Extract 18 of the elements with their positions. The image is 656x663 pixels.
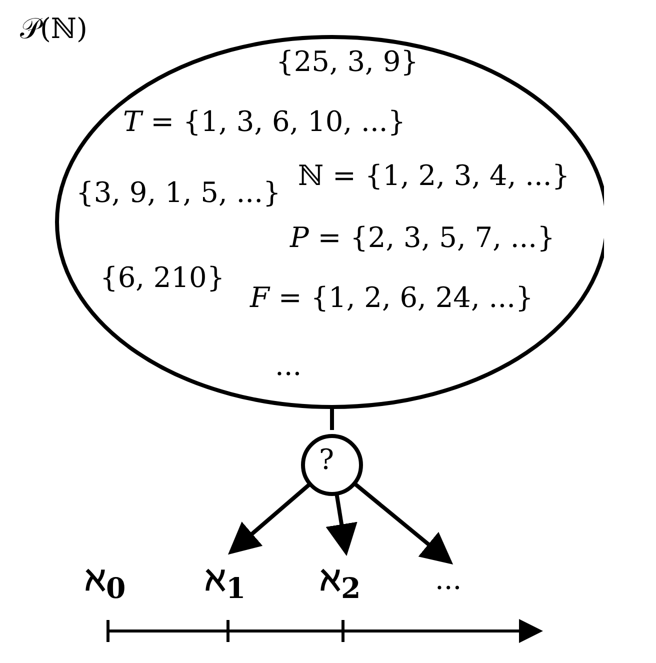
- set-text: {6, 210}: [100, 264, 225, 292]
- power-set-label: 𝒫(ℕ): [20, 15, 88, 43]
- aleph-label: ℵ$_{2}$: [320, 562, 361, 602]
- set-text: ℕ = {1, 2, 3, 4, ...}: [298, 162, 570, 190]
- arrow: [326, 493, 358, 556]
- set-text: P = {2, 3, 5, 7, ...}: [290, 224, 555, 252]
- set-text: F = {1, 2, 6, 24, ...}: [250, 284, 534, 312]
- connector-line: [330, 407, 334, 430]
- aleph-label: ℵ$_{1}$: [205, 562, 246, 602]
- aleph-label: ℵ$_{0}$: [85, 562, 126, 602]
- ellipsis-text: ...: [275, 352, 302, 380]
- set-text: {25, 3, 9}: [276, 48, 418, 76]
- set-text: {3, 9, 1, 5, ...}: [76, 179, 281, 207]
- set-text: T = {1, 3, 6, 10, ...}: [123, 108, 406, 136]
- arrow: [353, 482, 454, 565]
- arrow: [228, 482, 312, 555]
- question-mark: ?: [319, 446, 334, 474]
- ellipsis-text: ...: [435, 566, 462, 594]
